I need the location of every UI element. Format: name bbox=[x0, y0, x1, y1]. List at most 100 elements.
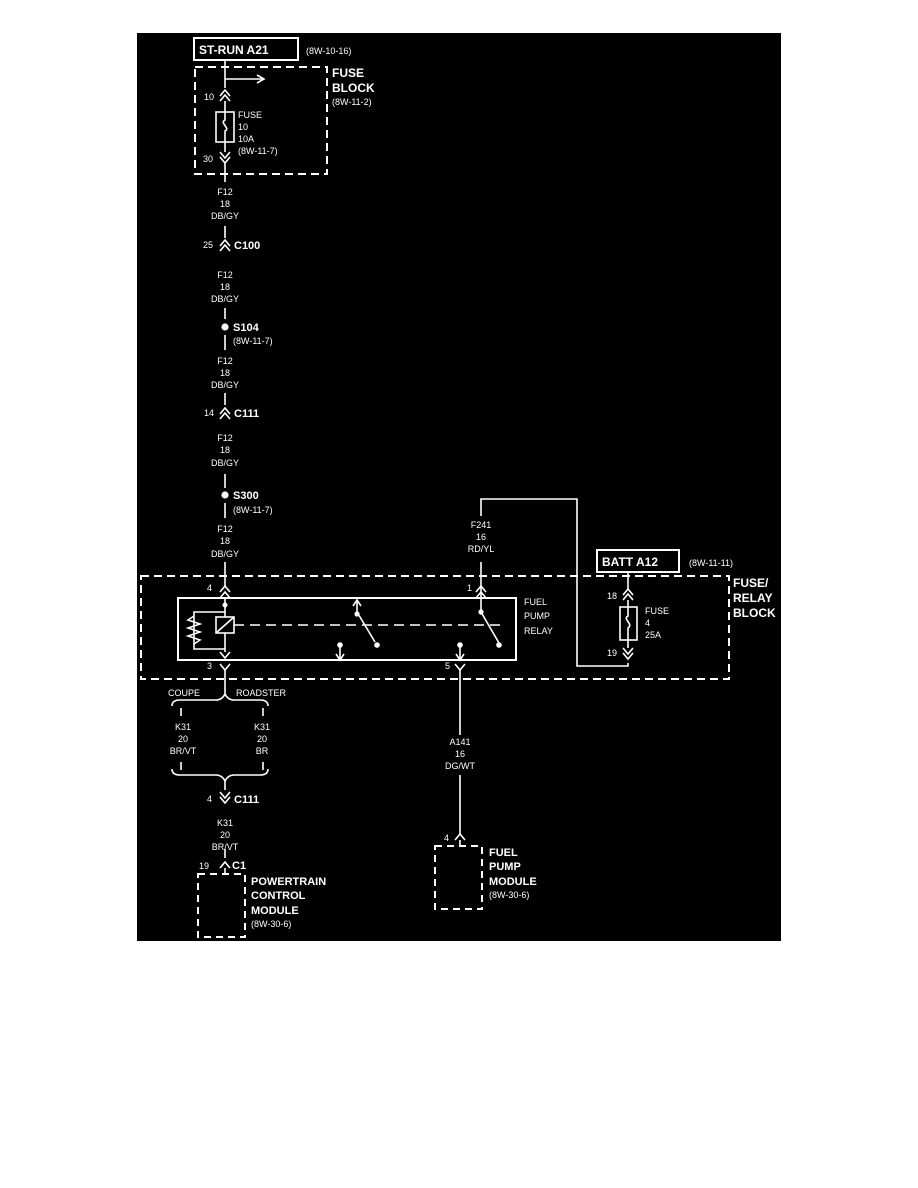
pcm-outline bbox=[197, 873, 246, 938]
relay-pin-4-chevron-2 bbox=[219, 590, 231, 599]
st-run-ref: (8W-10-16) bbox=[306, 46, 351, 56]
c100-name: C100 bbox=[234, 240, 260, 252]
w3-circuit: F12 bbox=[217, 356, 233, 366]
switch-3-blade bbox=[480, 611, 500, 644]
c111-bottom-chevron bbox=[219, 791, 231, 800]
relay-block-label-1: FUSE/ bbox=[733, 576, 769, 590]
relay-contact-dot bbox=[222, 602, 228, 608]
batt-pin-18-chevron bbox=[622, 587, 634, 596]
batt-pin-19-chevron bbox=[622, 647, 634, 656]
batt-pin-18-label: 18 bbox=[607, 591, 617, 601]
c1-name: C1 bbox=[232, 860, 246, 872]
w4-color: DB/GY bbox=[211, 458, 239, 468]
k31-pcm-gauge: 20 bbox=[220, 830, 230, 840]
relay-block-label-3: BLOCK bbox=[733, 606, 776, 620]
fpm-label-2: PUMP bbox=[489, 861, 521, 873]
k31-coupe-circuit: K31 bbox=[175, 722, 191, 732]
relay-label-1: FUEL bbox=[524, 597, 547, 607]
st-run-box bbox=[193, 37, 299, 61]
c111-bottom-pin: 4 bbox=[207, 794, 212, 804]
fpm-ref: (8W-30-6) bbox=[489, 890, 529, 900]
relay-pin-1-label: 1 bbox=[467, 583, 472, 593]
relay-pin-3-label: 3 bbox=[207, 661, 212, 671]
relay-label-2: PUMP bbox=[524, 611, 550, 621]
variant-roadster: ROADSTER bbox=[236, 688, 287, 698]
fuse-10-label-3: 10A bbox=[238, 134, 254, 144]
fuse-4-label-2: 4 bbox=[645, 618, 650, 628]
w2-circuit: F12 bbox=[217, 270, 233, 280]
w2-color: DB/GY bbox=[211, 294, 239, 304]
batt-title: BATT A12 bbox=[602, 555, 658, 569]
fuse-pin-10-chevron-2 bbox=[219, 93, 231, 102]
fpm-label-1: FUEL bbox=[489, 847, 518, 859]
batt-pin-18-chevron-2 bbox=[622, 592, 634, 601]
fuse-4-element bbox=[625, 607, 631, 640]
fuse-relay-block-outline bbox=[140, 575, 730, 680]
relay-pin-5-arrow bbox=[455, 653, 465, 662]
f241-loop-wire bbox=[480, 498, 629, 667]
c111-top-pin: 14 bbox=[204, 408, 214, 418]
variant-brace-top bbox=[171, 692, 269, 707]
fpm-label-3: MODULE bbox=[489, 876, 537, 888]
relay-pin-4-label: 4 bbox=[207, 583, 212, 593]
pcm-label-2: CONTROL bbox=[251, 890, 306, 902]
c111-top-chevron bbox=[219, 406, 231, 415]
fuse-10-label-1: FUSE bbox=[238, 110, 262, 120]
w5-circuit: F12 bbox=[217, 524, 233, 534]
c100-chevron-2 bbox=[219, 243, 231, 252]
relay-pin-5-label: 5 bbox=[445, 661, 450, 671]
switch-2-contact bbox=[337, 642, 343, 648]
s300-ref: (8W-11-7) bbox=[233, 505, 273, 515]
a141-circuit: A141 bbox=[449, 737, 470, 747]
relay-pin-5-contact bbox=[457, 642, 463, 648]
c1-pin: 19 bbox=[199, 861, 209, 871]
switch-1-contact bbox=[374, 642, 380, 648]
diagram-background bbox=[137, 33, 781, 941]
fuse-pin-30-chevron bbox=[219, 151, 231, 160]
batt-box bbox=[596, 549, 680, 573]
switch-3-contact bbox=[496, 642, 502, 648]
c111-bottom-name: C111 bbox=[234, 794, 259, 806]
k31-pcm-circuit: K31 bbox=[217, 818, 233, 828]
fuse-block-ref: (8W-11-2) bbox=[332, 97, 372, 107]
switch-3-dot bbox=[478, 609, 484, 615]
tap-arrow-head bbox=[256, 74, 266, 84]
fuse-block-outline bbox=[194, 66, 328, 175]
fuse-pin-10-chevron bbox=[219, 88, 231, 97]
c1-chevron bbox=[219, 860, 231, 869]
s300-splice-dot bbox=[221, 491, 229, 499]
w1-circuit: F12 bbox=[217, 187, 233, 197]
k31-coupe-gauge: 20 bbox=[178, 734, 188, 744]
s300-name: S300 bbox=[233, 490, 259, 502]
c111-top-chevron-2 bbox=[219, 411, 231, 420]
fuse-block-label-2: BLOCK bbox=[332, 81, 375, 95]
c111-top-name: C111 bbox=[234, 408, 259, 420]
s104-ref: (8W-11-7) bbox=[233, 336, 273, 346]
variant-coupe: COUPE bbox=[168, 688, 200, 698]
relay-coil-diag bbox=[215, 616, 235, 634]
w4-gauge: 18 bbox=[220, 445, 230, 455]
relay-pin-3-chevron bbox=[219, 651, 231, 660]
k31-roadster-gauge: 20 bbox=[257, 734, 267, 744]
w2-gauge: 18 bbox=[220, 282, 230, 292]
relay-label-3: RELAY bbox=[524, 626, 553, 636]
resistor bbox=[185, 615, 203, 645]
batt-ref: (8W-11-11) bbox=[689, 558, 733, 568]
pcm-label-1: POWERTRAIN bbox=[251, 876, 326, 888]
switch-1-arrow bbox=[352, 598, 362, 607]
k31-coupe-color: BR/VT bbox=[170, 746, 197, 756]
switch-1-blade bbox=[356, 611, 376, 643]
fuse-4-label-1: FUSE bbox=[645, 606, 669, 616]
a141-color: DG/WT bbox=[445, 761, 475, 771]
fuse-10-element bbox=[222, 112, 228, 142]
w5-gauge: 18 bbox=[220, 536, 230, 546]
a141-gauge: 16 bbox=[455, 749, 465, 759]
fpm-pin: 4 bbox=[444, 833, 449, 843]
c100-pin: 25 bbox=[203, 240, 213, 250]
relay-pin-1-chevron bbox=[475, 584, 487, 593]
relay-pin-1-chevron-2 bbox=[475, 590, 487, 599]
w3-gauge: 18 bbox=[220, 368, 230, 378]
k31-pcm-color: BR/VT bbox=[212, 842, 239, 852]
fuel-pump-relay-box bbox=[177, 597, 517, 661]
